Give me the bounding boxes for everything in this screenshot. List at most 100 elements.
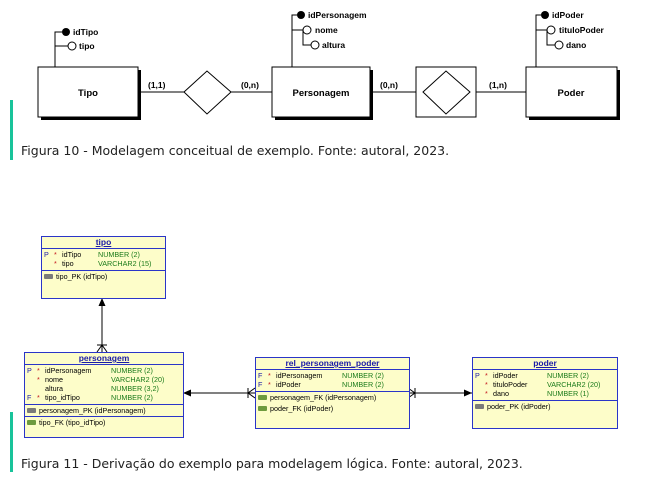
cardinality-tipo: (1,1) <box>148 80 166 90</box>
attr-idTipo: idTipo <box>73 27 98 37</box>
crowfoot-rel-poder <box>407 387 416 399</box>
column-type: VARCHAR2 (20) <box>547 380 601 389</box>
table-personagem-title: personagem <box>25 353 183 365</box>
column-mandatory: * <box>37 366 40 375</box>
attr-connector-personagem-3 <box>302 30 311 46</box>
column-name: idPoder <box>276 380 301 389</box>
primary-key-icon <box>27 408 36 413</box>
foreign-key-icon <box>258 395 267 400</box>
column-mandatory: * <box>37 375 40 384</box>
arrow-head-personagem <box>183 389 191 397</box>
column-type: NUMBER (2) <box>547 371 589 380</box>
entity-tipo <box>37 66 139 118</box>
table-tipo-title: tipo <box>42 237 165 249</box>
key-row: personagem_PK (idPersonagem) <box>25 405 183 416</box>
column-row: * tipo VARCHAR2 (15) <box>42 259 165 268</box>
conceptual-model-diagram: Tipo Personagem Poder (1,1) (0,n) (0,n) … <box>37 10 620 120</box>
crowfoot-rel-personagem <box>247 387 256 399</box>
attr-idPoder: idPoder <box>552 10 584 20</box>
primary-key-icon <box>44 274 53 279</box>
column-name: altura <box>45 384 63 393</box>
key-row: poder_PK (idPoder) <box>473 401 617 412</box>
attr-dano: dano <box>566 40 586 50</box>
attr-tipo: tipo <box>79 41 95 51</box>
attr-connector-personagem <box>291 14 297 67</box>
entity-personagem-name: Personagem <box>292 88 349 99</box>
attribute-circle-tipo <box>67 41 77 51</box>
column-row: P * idPersonagem NUMBER (2) <box>25 366 183 375</box>
figure-11-caption: Figura 11 - Derivação do exemplo para mo… <box>21 456 523 471</box>
entity-poder-name: Poder <box>558 88 585 99</box>
pk-attribute-dot-tipo <box>62 28 70 36</box>
column-mandatory: * <box>268 371 271 380</box>
key-label: personagem_FK (idPersonagem) <box>270 393 377 402</box>
relationship-diamond-tipo-personagem <box>183 70 232 115</box>
column-type: VARCHAR2 (15) <box>98 259 152 268</box>
table-poder-title: poder <box>473 358 617 370</box>
attribute-circle-nome <box>302 25 312 35</box>
column-type: NUMBER (3,2) <box>111 384 159 393</box>
key-label: poder_FK (idPoder) <box>270 404 334 413</box>
pk-attribute-dot-personagem <box>297 11 305 19</box>
column-flag: P <box>27 366 32 375</box>
column-name: idPersonagem <box>45 366 92 375</box>
column-mandatory: * <box>485 380 488 389</box>
table-rel-title: rel_personagem_poder <box>256 358 409 370</box>
caption-accent-bar-11 <box>10 412 13 472</box>
column-mandatory: * <box>485 371 488 380</box>
key-row: poder_FK (idPoder) <box>256 403 409 414</box>
key-label: tipo_PK (idTipo) <box>56 272 108 281</box>
cardinality-personagem-right: (0,n) <box>380 80 398 90</box>
column-flag: F <box>258 371 263 380</box>
relationship-diamond-personagem-poder <box>422 70 471 115</box>
key-label: tipo_FK (tipo_idTipo) <box>39 418 106 427</box>
attr-connector-poder <box>535 14 541 67</box>
key-row: personagem_FK (idPersonagem) <box>256 392 409 403</box>
column-mandatory: * <box>37 393 40 402</box>
cardinality-personagem-left: (0,n) <box>241 80 259 90</box>
column-name: nome <box>45 375 63 384</box>
pk-attribute-dot-poder <box>541 11 549 19</box>
column-name: idTipo <box>62 250 82 259</box>
column-mandatory: * <box>54 250 57 259</box>
column-type: NUMBER (2) <box>342 380 384 389</box>
crowfoot-personagem-tipo <box>96 344 108 353</box>
foreign-key-icon <box>258 406 267 411</box>
column-type: NUMBER (2) <box>111 366 153 375</box>
attr-nome: nome <box>315 25 338 35</box>
column-flag: F <box>258 380 263 389</box>
attr-tituloPoder: tituloPoder <box>559 25 605 35</box>
key-label: personagem_PK (idPersonagem) <box>39 406 146 415</box>
column-type: NUMBER (2) <box>111 393 153 402</box>
attr-altura: altura <box>322 40 345 50</box>
column-name: tipo <box>62 259 74 268</box>
key-label: poder_PK (idPoder) <box>487 402 551 411</box>
caption-accent-bar-10 <box>10 100 13 160</box>
arrow-head-poder <box>464 389 472 397</box>
primary-key-icon <box>475 404 484 409</box>
column-mandatory: * <box>54 259 57 268</box>
key-row: tipo_PK (idTipo) <box>42 271 165 282</box>
arrow-head-tipo <box>98 298 106 306</box>
column-flag: P <box>44 250 49 259</box>
attribute-circle-tituloPoder <box>546 25 556 35</box>
column-mandatory: * <box>485 389 488 398</box>
cardinality-poder: (1,n) <box>489 80 507 90</box>
column-name: idPersonagem <box>276 371 323 380</box>
attr-connector-poder-3 <box>546 30 555 46</box>
